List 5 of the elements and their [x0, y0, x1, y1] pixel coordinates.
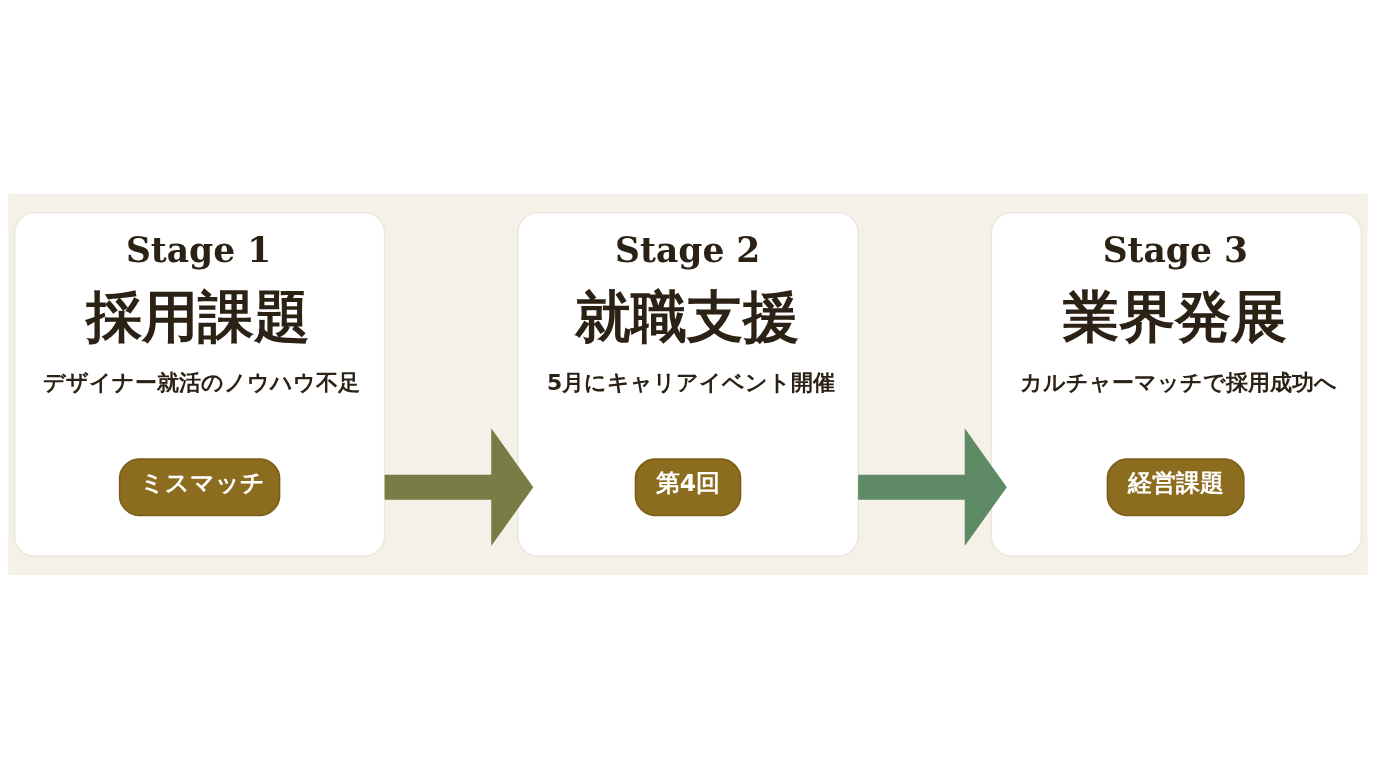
arrow	[858, 427, 1007, 546]
node-box: ミスマッチ	[118, 457, 281, 516]
node-box: 経営課題	[1106, 457, 1245, 516]
arrow	[384, 427, 534, 546]
node-box: 第4回	[634, 457, 742, 516]
